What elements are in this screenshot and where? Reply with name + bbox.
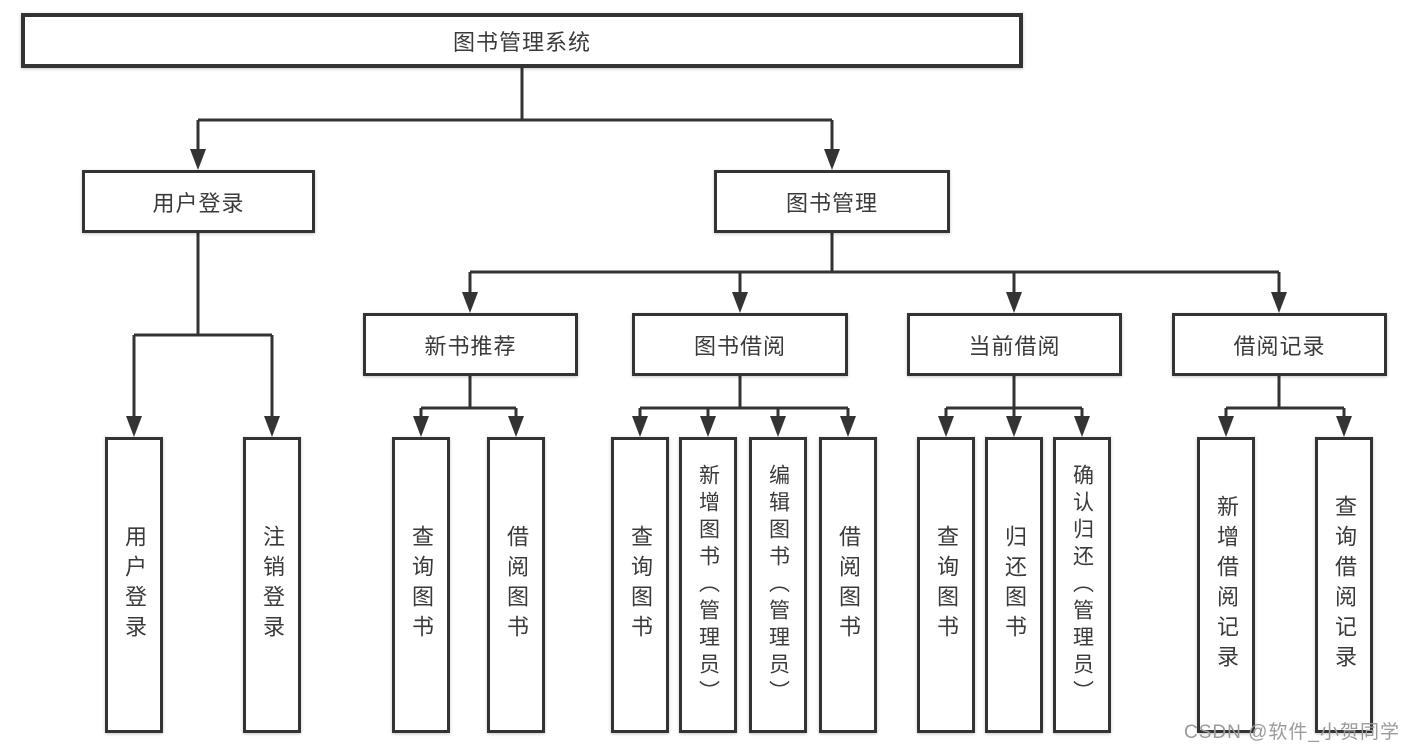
node-leaf-newbook-query: 查询图书 (392, 437, 450, 733)
node-leaf-current-return-label: 归还图书 (1002, 525, 1027, 645)
node-leaf-user-login: 用户登录 (105, 437, 163, 733)
node-new-book-recommend-label: 新书推荐 (424, 333, 517, 359)
node-book-management: 图书管理 (714, 170, 950, 233)
node-borrow-records: 借阅记录 (1172, 313, 1387, 376)
arrowhead (190, 149, 206, 170)
node-book-borrow: 图书借阅 (632, 313, 848, 376)
node-leaf-records-query-label: 查询借阅记录 (1332, 495, 1357, 675)
node-leaf-newbook-borrow-label: 借阅图书 (504, 525, 529, 645)
node-leaf-records-add: 新增借阅记录 (1197, 437, 1255, 733)
node-library-system: 图书管理系统 (21, 13, 1023, 68)
node-leaf-newbook-borrow: 借阅图书 (487, 437, 545, 733)
node-new-book-recommend: 新书推荐 (363, 313, 578, 376)
node-leaf-records-add-label: 新增借阅记录 (1214, 495, 1239, 675)
node-leaf-borrow-add-admin-label: 新增图书（管理员） (696, 463, 720, 707)
node-leaf-borrow-query-label: 查询图书 (628, 525, 653, 645)
arrowhead (732, 292, 748, 313)
arrowhead (700, 416, 716, 437)
node-leaf-borrow-add-admin: 新增图书（管理员） (679, 437, 737, 733)
connector-borrow-to-leaves (638, 376, 850, 418)
node-leaf-records-query: 查询借阅记录 (1315, 437, 1373, 733)
node-leaf-borrow-book-label: 借阅图书 (836, 525, 861, 645)
arrowhead (938, 416, 954, 437)
node-current-borrow: 当前借阅 (907, 313, 1122, 376)
node-leaf-borrow-edit-admin-label: 编辑图书（管理员） (766, 463, 790, 707)
arrowhead (413, 416, 429, 437)
csdn-watermark: CSDN @软件_小贺同学 (1184, 722, 1400, 743)
node-library-system-label: 图书管理系统 (452, 29, 591, 55)
node-leaf-borrow-edit-admin: 编辑图书（管理员） (749, 437, 807, 733)
connector-userlogin-to-leaves (132, 233, 274, 418)
node-leaf-borrow-book: 借阅图书 (819, 437, 877, 733)
arrowhead (1006, 292, 1022, 313)
arrowhead (770, 416, 786, 437)
node-leaf-current-confirm-admin-label: 确认归还（管理员） (1070, 463, 1094, 707)
arrowhead (840, 416, 856, 437)
arrowhead (1218, 416, 1234, 437)
node-leaf-newbook-query-label: 查询图书 (409, 525, 434, 645)
node-current-borrow-label: 当前借阅 (968, 333, 1061, 359)
arrowhead (1074, 416, 1090, 437)
connector-current-to-leaves (944, 376, 1084, 418)
node-leaf-current-confirm-admin: 确认归还（管理员） (1053, 437, 1111, 733)
node-user-login-label: 用户登录 (152, 190, 245, 216)
connector-root-to-level2 (196, 68, 834, 152)
arrowhead (462, 292, 478, 313)
node-leaf-borrow-query: 查询图书 (611, 437, 669, 733)
node-book-borrow-label: 图书借阅 (693, 333, 786, 359)
arrowhead (1336, 416, 1352, 437)
arrowhead (126, 416, 142, 437)
connector-newbook-to-leaves (419, 376, 518, 418)
node-leaf-current-query-label: 查询图书 (934, 525, 959, 645)
node-user-login: 用户登录 (82, 170, 315, 233)
node-leaf-current-return: 归还图书 (985, 437, 1043, 733)
arrowhead (632, 416, 648, 437)
node-leaf-logout: 注销登录 (243, 437, 301, 733)
node-leaf-current-query: 查询图书 (917, 437, 975, 733)
connector-records-to-leaves (1224, 376, 1346, 418)
connector-bookmgmt-to-level3 (468, 233, 1281, 294)
node-leaf-user-login-label: 用户登录 (122, 525, 147, 645)
arrowhead (1271, 292, 1287, 313)
arrowhead (264, 416, 280, 437)
arrowhead (1006, 416, 1022, 437)
arrowhead (824, 149, 840, 170)
node-borrow-records-label: 借阅记录 (1233, 333, 1326, 359)
node-leaf-logout-label: 注销登录 (260, 525, 285, 645)
arrowhead (508, 416, 524, 437)
node-book-management-label: 图书管理 (785, 190, 878, 216)
